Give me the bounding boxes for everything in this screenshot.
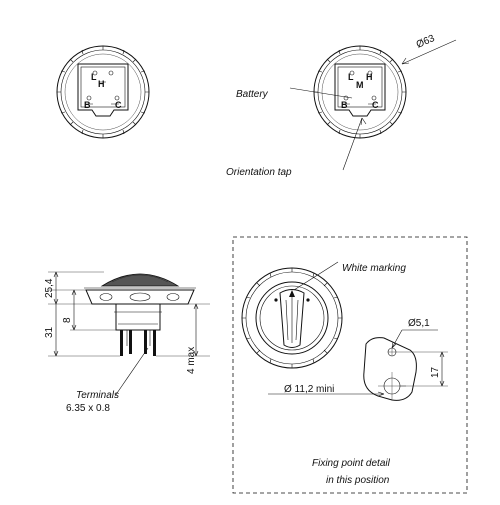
dim-height-25-4: 25,4: [44, 278, 55, 298]
terminal-letter-b: B: [84, 100, 91, 110]
terminal-letter-l: L: [91, 72, 97, 82]
dome-lens: [100, 273, 180, 287]
terminal-letter-m-right: M: [356, 80, 364, 90]
terminal-letter-h-right: H: [366, 72, 373, 82]
dim-dia-63: Ø63: [415, 33, 437, 51]
orientation-tap-leader: [342, 117, 363, 171]
terminals-size: 6.35 x 0.8: [66, 403, 110, 414]
terminal-pins: [120, 330, 156, 356]
white-marking-label: White marking: [342, 263, 406, 274]
fixing-detail: White marking Ø5,1 17 Ø 11,2 mini Fixing…: [241, 261, 448, 486]
dia-63-leader: [401, 39, 457, 65]
dim-height-31: 31: [44, 326, 55, 338]
rotary-knob: [279, 289, 305, 348]
terminal-letter-b-right: B: [341, 100, 348, 110]
battery-leader: [289, 87, 353, 99]
dim-4-max: 4 max: [186, 347, 197, 374]
white-marking-arrow: [289, 290, 295, 297]
dim-hole-dia: Ø5,1: [408, 318, 430, 329]
dim-hole-spacing: 17: [430, 366, 441, 378]
terminal-letter-l-right: L: [348, 72, 354, 82]
dim-dia-min: Ø 11,2 mini: [284, 384, 334, 395]
terminal-letter-c-right: C: [372, 100, 379, 110]
terminal-block-left: [77, 63, 129, 117]
dim-offset-8: 8: [62, 317, 73, 323]
switch-body: [115, 304, 161, 331]
orientation-tap-label: Orientation tap: [226, 167, 292, 178]
rear-view-right: L H M B C Ø63 Battery Orientation tap: [226, 33, 457, 178]
fixing-lug: [363, 337, 417, 401]
white-marking-leader: [293, 261, 339, 291]
terminal-letter-h: H: [98, 79, 105, 89]
terminals-leader: [114, 347, 149, 397]
fixing-caption-line2: in this position: [326, 475, 390, 486]
terminal-block-right: [334, 63, 386, 117]
rear-view-left: L H B C: [56, 45, 150, 139]
front-rim-notches: [242, 268, 342, 368]
rim-notches-right: [314, 46, 406, 138]
flange: [85, 289, 195, 305]
terminal-letter-c: C: [115, 100, 122, 110]
battery-label: Battery: [236, 89, 269, 100]
rim-notches-left: [57, 46, 149, 138]
fixing-detail-box: [232, 236, 468, 494]
side-view: 25,4 31 8 4 max Terminals 6.35 x 0.8: [44, 271, 210, 414]
terminals-label: Terminals: [76, 390, 119, 401]
fixing-caption-line1: Fixing point detail: [312, 458, 391, 469]
